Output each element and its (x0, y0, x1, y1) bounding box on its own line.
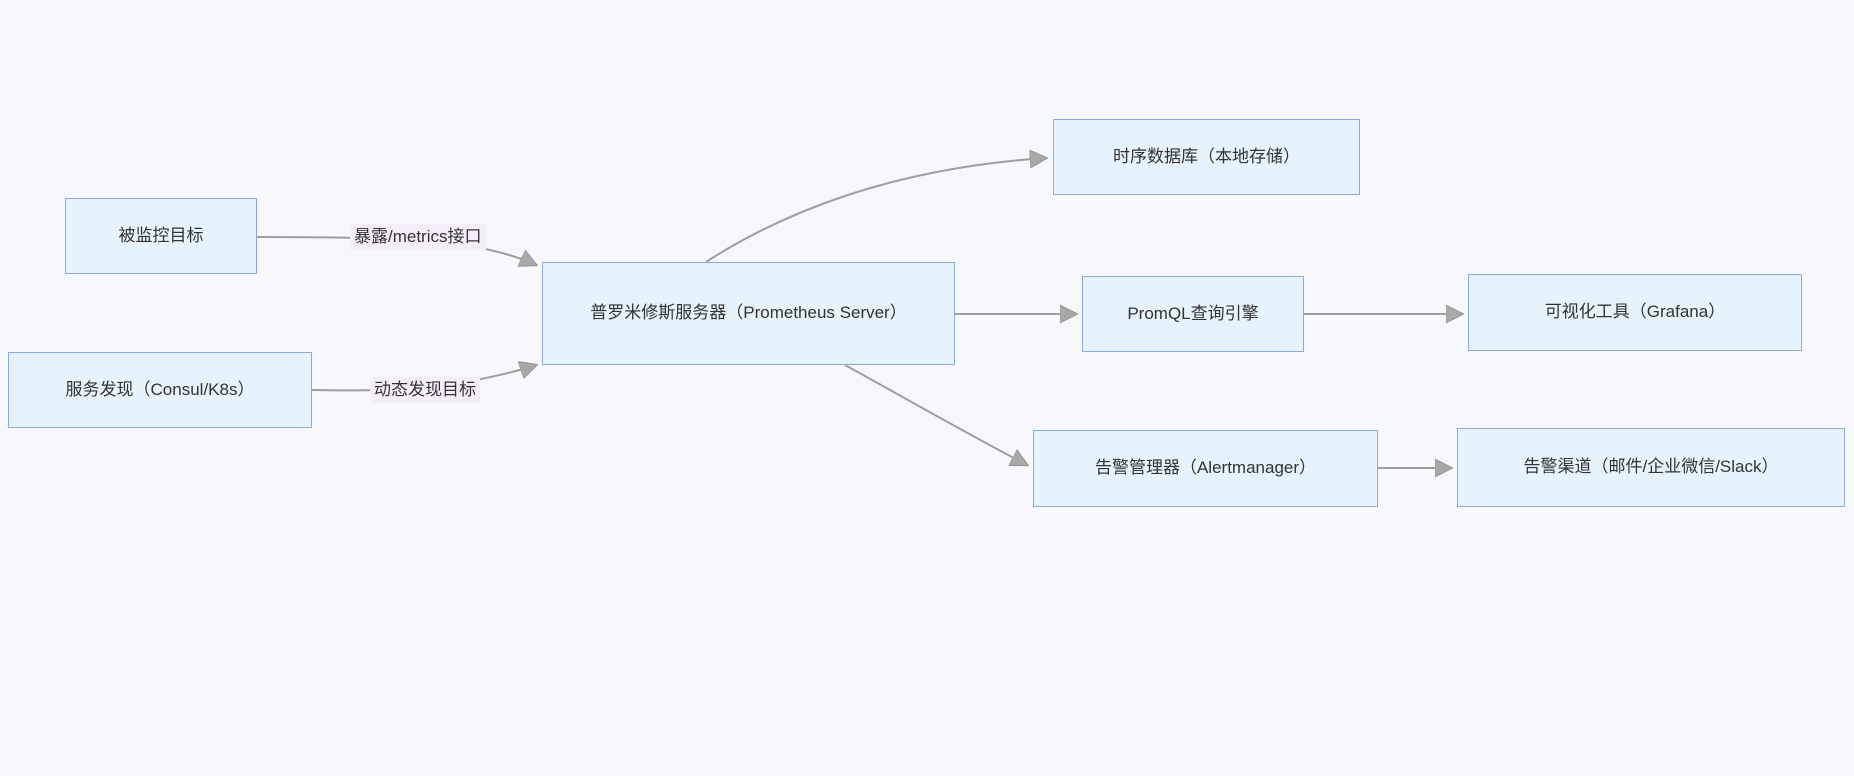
node-label: 告警渠道（邮件/企业微信/Slack） (1523, 457, 1779, 477)
node-label: 时序数据库（本地存储） (1113, 146, 1300, 166)
edge-prometheus-to-alertmanager (844, 364, 1027, 465)
node-label: 服务发现（Consul/K8s） (65, 379, 255, 399)
node-service-discovery: 服务发现（Consul/K8s） (8, 352, 312, 428)
node-promql-engine: PromQL查询引擎 (1082, 276, 1304, 352)
node-label: 普罗米修斯服务器（Prometheus Server） (590, 303, 907, 323)
node-alertmanager: 告警管理器（Alertmanager） (1033, 430, 1378, 507)
edge-label-dynamic-discovery: 动态发现目标 (370, 377, 480, 404)
edge-prometheus-to-tsdb (705, 158, 1046, 263)
node-label: 被监控目标 (118, 225, 204, 245)
node-prometheus-server: 普罗米修斯服务器（Prometheus Server） (542, 262, 955, 365)
node-grafana: 可视化工具（Grafana） (1468, 274, 1802, 351)
node-alert-channels: 告警渠道（邮件/企业微信/Slack） (1457, 428, 1845, 507)
node-label: 告警管理器（Alertmanager） (1094, 458, 1317, 478)
node-tsdb: 时序数据库（本地存储） (1053, 119, 1360, 195)
node-label: 可视化工具（Grafana） (1544, 302, 1726, 322)
node-label: PromQL查询引擎 (1127, 303, 1259, 323)
edge-label-expose-metrics: 暴露/metrics接口 (350, 224, 486, 251)
node-monitored-targets: 被监控目标 (65, 198, 257, 274)
